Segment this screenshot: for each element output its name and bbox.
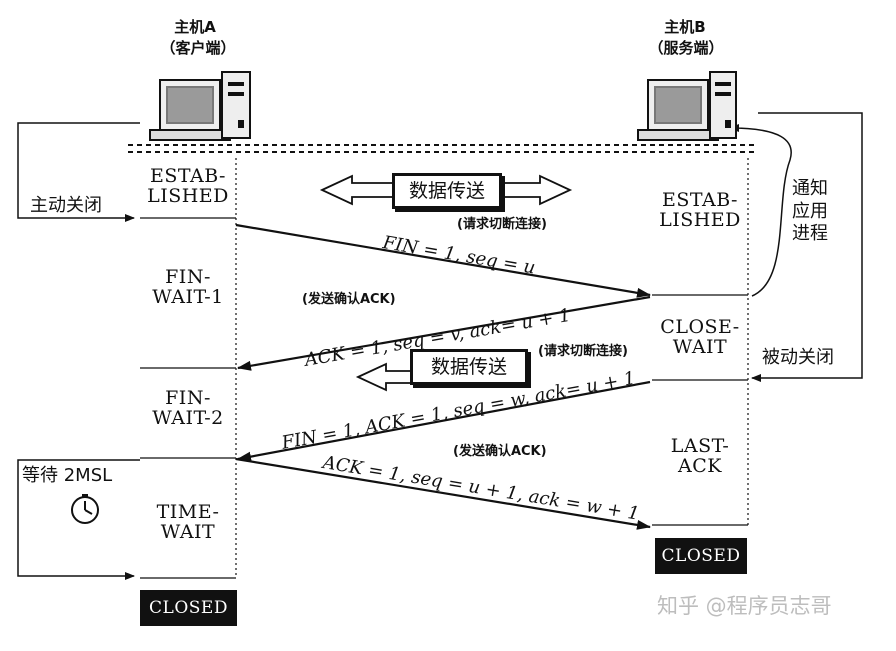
server-state-close-wait: CLOSE- WAIT <box>660 316 740 358</box>
computer-b-icon <box>637 71 737 141</box>
client-state-fin-wait-2: FIN- WAIT-2 <box>152 387 224 429</box>
data-transfer-top: 数据传送 <box>392 173 502 209</box>
host-a-subtitle: （客户端） <box>160 39 236 57</box>
client-state-time-wait: TIME- WAIT <box>156 501 220 543</box>
server-state-closed: CLOSED <box>655 538 747 574</box>
fin2-note: (请求切断连接) <box>538 344 628 359</box>
passive-close-label: 被动关闭 <box>762 347 834 368</box>
client-state-established: ESTAB- LISHED <box>147 165 229 207</box>
host-b-subtitle: （服务端） <box>648 39 724 57</box>
host-b-title: 主机B <box>664 18 706 36</box>
computer-a-icon <box>149 71 251 141</box>
server-state-established: ESTAB- LISHED <box>659 189 741 231</box>
client-state-fin-wait-1: FIN- WAIT-1 <box>152 266 224 308</box>
server-state-last-ack: LAST- ACK <box>670 435 730 477</box>
fin1-note: (请求切断连接) <box>457 217 547 232</box>
ack1-note: (发送确认ACK) <box>302 292 396 307</box>
watermark: 知乎 @程序员志哥 <box>657 594 832 618</box>
data-transfer-middle: 数据传送 <box>410 349 528 385</box>
wait-2msl-label: 等待 2MSL <box>22 465 113 486</box>
fin2-arrow <box>237 380 651 462</box>
fin1-arrow <box>235 223 651 298</box>
active-close-label: 主动关闭 <box>30 195 102 216</box>
client-state-closed: CLOSED <box>140 590 237 626</box>
host-a-title: 主机A <box>174 18 216 36</box>
ack2-note: (发送确认ACK) <box>453 444 547 459</box>
ack1-arrow <box>237 295 651 371</box>
clock-icon <box>71 494 99 524</box>
notify-app-label: 通知 应用 进程 <box>792 178 828 244</box>
ack2-arrow <box>235 457 651 530</box>
